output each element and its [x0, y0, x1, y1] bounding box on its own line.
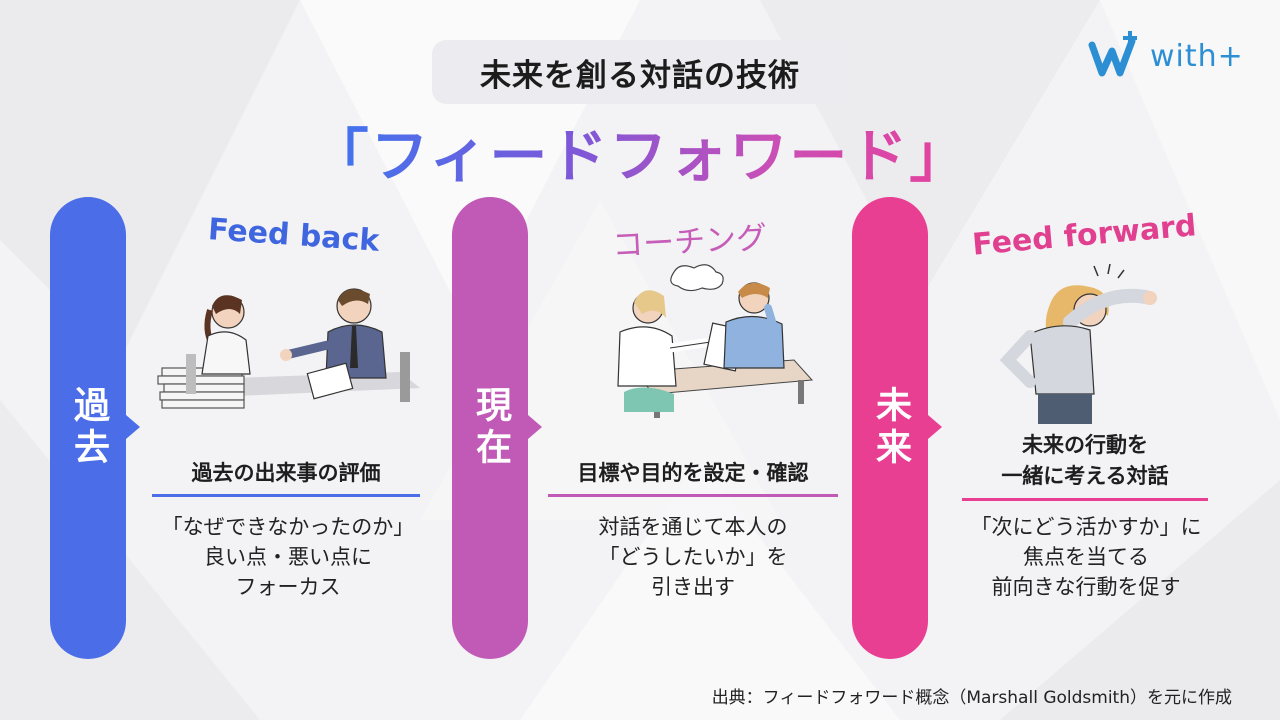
caption-future: 未来の行動を 一緒に考える対話	[962, 430, 1208, 501]
description-line: 「次にどう活かすか」に	[970, 515, 1202, 539]
pill-label-present: 現在	[470, 386, 511, 470]
pill-label-future: 未来	[870, 386, 911, 470]
wave-plus-icon	[1088, 31, 1137, 77]
description-line: 焦点を当てる	[1023, 545, 1149, 569]
description-line: 「なぜできなかったのか」	[161, 515, 415, 539]
pill-present: 現在	[452, 197, 542, 659]
logo-text: with+	[1150, 38, 1244, 74]
pill-future: 未来	[852, 197, 942, 659]
pill-past: 過去	[50, 197, 140, 659]
source-note: 出典：フィードフォワード概念（Marshall Goldsmith）を元に作成	[711, 688, 1232, 708]
caption-present: 目標や目的を設定・確認	[548, 458, 838, 497]
description-line: 引き出す	[651, 575, 735, 599]
heading-coaching: コーチング	[611, 219, 769, 265]
arrow-right-icon	[928, 415, 942, 439]
description-line: 前向きな行動を促す	[991, 575, 1181, 599]
main-title-text: 「フィードフォワード」	[311, 109, 970, 193]
brand-logo: with+	[1088, 28, 1258, 84]
caption-future-line: 未来の行動を	[1022, 433, 1148, 457]
subtitle-box: 未来を創る対話の技術	[432, 40, 848, 104]
arrow-right-icon	[126, 415, 140, 439]
description-line: 対話を通じて本人の	[598, 515, 788, 539]
description-line: 良い点・悪い点に	[204, 545, 372, 569]
description-future: 「次にどう活かすか」に 焦点を当てる 前向きな行動を促す	[936, 512, 1236, 602]
pill-label-past: 過去	[68, 386, 109, 470]
feedforward-illustration	[999, 264, 1157, 424]
description-line: 「どうしたいか」を	[598, 545, 788, 569]
main-title: 「フィードフォワード」	[0, 108, 1280, 194]
feedback-illustration	[157, 288, 420, 409]
description-present: 対話を通じて本人の 「どうしたいか」を 引き出す	[540, 512, 846, 602]
description-past: 「なぜできなかったのか」 良い点・悪い点に フォーカス	[138, 512, 438, 602]
coaching-illustration	[617, 264, 814, 418]
subtitle-text: 未来を創る対話の技術	[480, 57, 800, 94]
description-line: フォーカス	[235, 575, 341, 599]
caption-future-line: 一緒に考える対話	[1001, 464, 1169, 488]
arrow-right-icon	[528, 415, 542, 439]
caption-past: 過去の出来事の評価	[152, 458, 420, 497]
